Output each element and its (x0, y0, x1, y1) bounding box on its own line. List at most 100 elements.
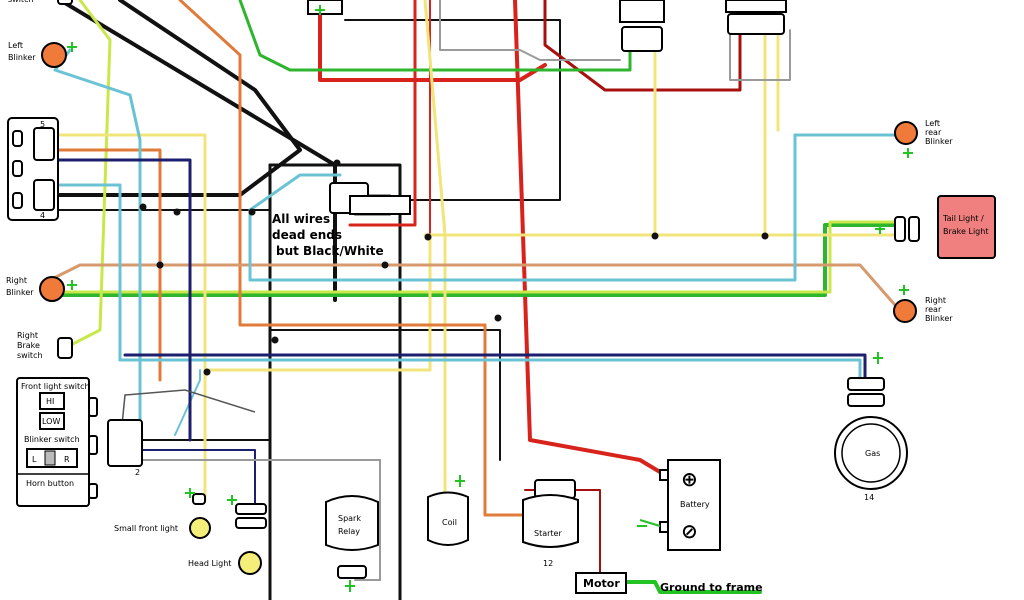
spark-relay-label-2: Relay (338, 527, 360, 536)
gray-wire (439, 0, 621, 61)
dead-ends-note: All wires dead ends but Black/White (272, 212, 384, 258)
red-wire (543, 0, 742, 92)
gas-gauge: Gas 14 (834, 377, 908, 502)
small-front-light: Small front light (114, 493, 211, 539)
left-rear-blinker-label-3: Blinker (925, 137, 953, 146)
lightblue-wire (118, 358, 862, 382)
ground-icon (637, 519, 661, 527)
tail-light-label-1: Tail Light / (942, 214, 984, 223)
motor-label: Motor (583, 577, 620, 590)
brake-switch-label-3: switch (17, 351, 43, 360)
starter: Starter 12 (522, 479, 579, 568)
switch-panel: Front light switch HI LOW Blinker switch… (16, 377, 98, 507)
right-rear-blinker-label-3: Blinker (925, 314, 953, 323)
left-rear-blinker-label-1: Left (925, 119, 940, 128)
top-connector-left (307, 0, 343, 15)
ground-icon (185, 488, 195, 498)
navy-wire (123, 353, 867, 382)
blinker-switch-label: Blinker switch (24, 435, 80, 444)
connector-2-label: 2 (135, 468, 140, 477)
lime-wire (53, 220, 902, 294)
small-front-light-label: Small front light (114, 524, 178, 533)
ground-icon (227, 495, 237, 505)
junction-dot (139, 203, 147, 211)
ground-icon (875, 224, 885, 234)
connector-4-label: 4 (40, 211, 45, 220)
left-rear-blinker: Left rear Blinker (894, 119, 953, 146)
ground-wire (623, 580, 762, 594)
top-connector-right (725, 0, 787, 35)
gas-label: Gas (865, 449, 880, 458)
handlebar-connector-block: 5 4 (7, 117, 59, 221)
note-line-2: dead ends (272, 228, 342, 242)
junction-dot (248, 208, 256, 216)
junction-dot (271, 336, 279, 344)
horn-button-label: Horn button (26, 479, 74, 488)
ground-icon (455, 475, 465, 487)
connector-2-block: 2 (107, 389, 256, 477)
blinker-r-label: R (64, 455, 70, 464)
head-light: Head Light (188, 503, 267, 575)
coil: Coil (427, 491, 469, 546)
ground-icon (67, 280, 77, 290)
connector-5-label: 5 (40, 120, 45, 129)
left-blinker: Left Blinker (8, 41, 67, 68)
junction-dot (333, 159, 341, 167)
head-light-label: Head Light (188, 559, 231, 568)
red-wire (318, 8, 547, 82)
brake-switch-label-2: Brake (17, 341, 40, 350)
ground-icon (345, 580, 355, 592)
junction-dot (173, 208, 181, 216)
right-blinker-label-2: Blinker (6, 288, 34, 297)
tail-light-label-2: Brake Light (943, 227, 988, 236)
hi-label: HI (46, 397, 54, 406)
right-rear-blinker: Right rear Blinker (893, 296, 953, 323)
orange-wire (53, 148, 162, 382)
switch-connector (57, 0, 73, 5)
left-rear-blinker-label-2: rear (925, 128, 942, 137)
starter-number: 12 (543, 559, 553, 568)
center-connector (329, 182, 411, 215)
battery-minus-icon: ⊘ (681, 519, 698, 543)
orange-wire (178, 0, 527, 517)
right-brake-switch: Right Brake switch (17, 331, 73, 360)
junctions (139, 159, 769, 376)
junction-dot (761, 232, 769, 240)
ground-icon (873, 352, 883, 364)
junction-dot (381, 261, 389, 269)
tail-light: Tail Light / Brake Light (894, 195, 996, 259)
blinker-l-label: L (32, 455, 37, 464)
lightblue-wire (248, 133, 797, 282)
right-rear-blinker-label-2: rear (925, 305, 942, 314)
green-wire (53, 223, 902, 297)
spark-relay-label-1: Spark (338, 514, 361, 523)
tan-wire (48, 263, 897, 307)
gas-number: 14 (864, 493, 874, 502)
junction-dot (156, 261, 164, 269)
gray-wire (729, 29, 791, 81)
wires (48, 0, 902, 600)
ground-icon (903, 148, 913, 158)
motor: Motor Ground to frame (575, 572, 763, 594)
black-harness-wire (53, 0, 302, 197)
ground-markers (67, 5, 913, 592)
left-blinker-label-2: Blinker (8, 53, 36, 62)
ground-icon (67, 42, 77, 52)
note-line-1: All wires (272, 212, 330, 226)
navy-wire (139, 449, 256, 511)
ground-icon (899, 285, 909, 295)
red-wire (348, 0, 417, 227)
coil-label: Coil (442, 518, 457, 527)
ground-to-frame-label: Ground to frame (660, 581, 763, 594)
junction-dot (651, 232, 659, 240)
yellow-wire (423, 0, 447, 497)
left-blinker-label-1: Left (8, 41, 23, 50)
navy-wire (53, 158, 192, 442)
spark-relay: Spark Relay (325, 495, 379, 579)
black-wire (269, 329, 501, 461)
black-wire (344, 19, 561, 201)
front-light-switch-label: Front light switch (21, 382, 90, 391)
brake-switch-label-1: Right (17, 331, 38, 340)
battery-label: Battery (680, 500, 710, 509)
